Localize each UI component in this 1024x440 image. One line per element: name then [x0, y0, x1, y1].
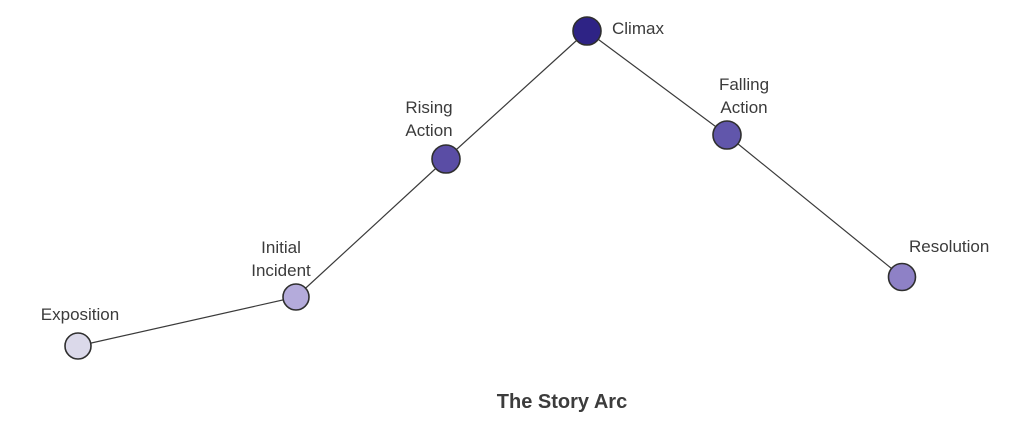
arc-edge-falling-action-to-resolution — [726, 134, 903, 278]
node-falling-action-dot — [712, 120, 742, 150]
node-climax-label: Climax — [612, 19, 664, 38]
nodes-layer — [64, 16, 917, 360]
node-initial-incident-dot — [282, 283, 310, 311]
diagram-title: The Story Arc — [497, 391, 627, 413]
arc-edge-initial-incident-to-rising-action — [295, 158, 447, 298]
arc-edge-climax-to-falling-action — [586, 30, 728, 136]
edges-layer — [77, 30, 903, 347]
node-rising-action-dot — [431, 144, 461, 174]
node-resolution-label: Resolution — [909, 237, 989, 256]
node-resolution-dot — [887, 262, 917, 292]
arc-edge-exposition-to-initial-incident — [77, 296, 297, 347]
node-exposition-label: Exposition — [41, 305, 119, 324]
arc-edge-rising-action-to-climax — [445, 30, 588, 160]
node-climax-dot — [572, 16, 602, 46]
node-exposition-dot — [64, 332, 92, 360]
